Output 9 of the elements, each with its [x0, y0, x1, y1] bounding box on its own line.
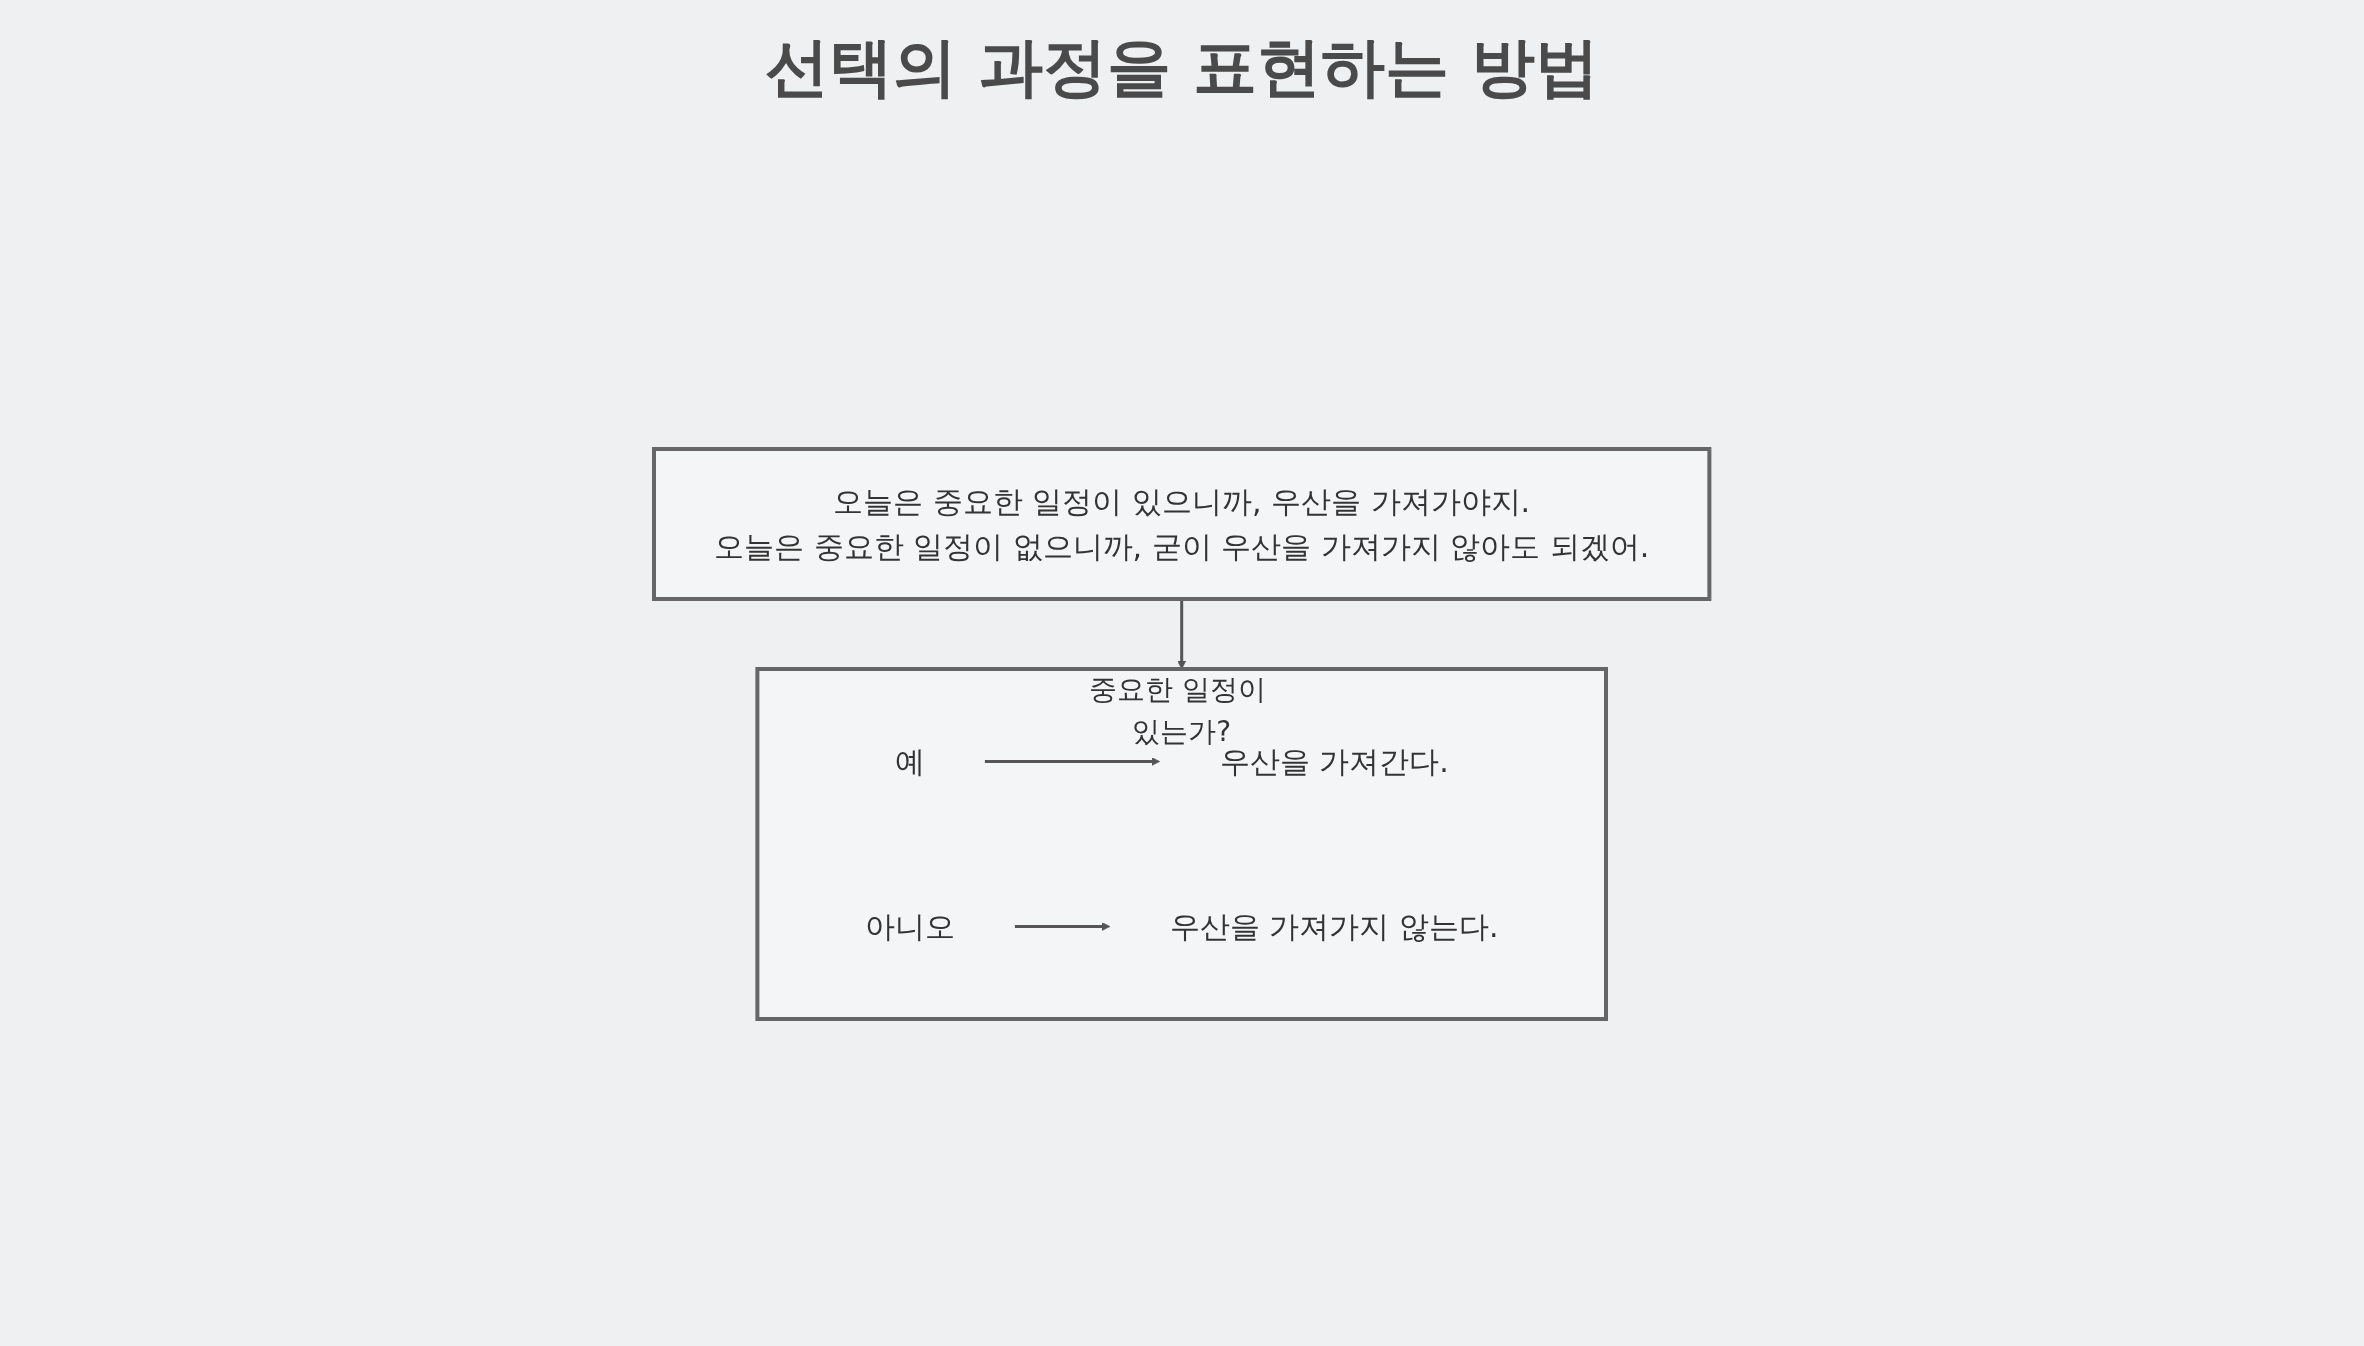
arrow: [1177, 598, 1187, 669]
node-text: 아니오: [865, 908, 956, 944]
node-text: 예: [895, 743, 926, 779]
arrow: [985, 756, 1161, 766]
node-text: 우산을 가져간다.: [1219, 743, 1450, 779]
node-box: 오늘은 중요한 일정이 있으니까, 우산을 가져가야지. 오늘은 중요한 일정이 없으니까, 굳이 우산을 가져가지 않아도 되겠어.: [652, 446, 1712, 601]
title: 선택의 과정을 표현하는 방법: [764, 29, 1600, 106]
arrow: [1015, 921, 1111, 931]
node-text: 우산을 가져가지 않는다.: [1170, 908, 1499, 944]
